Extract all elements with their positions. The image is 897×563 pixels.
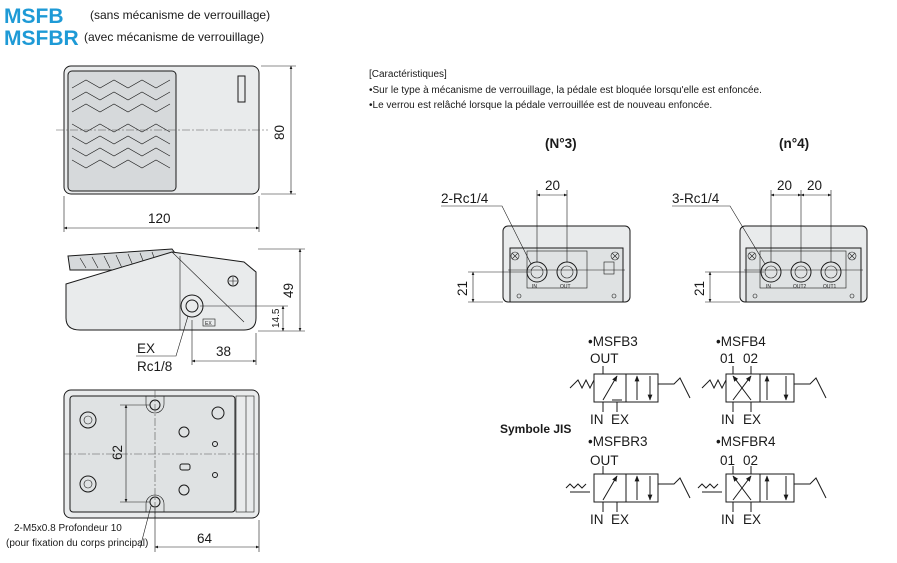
jis-msfbr3: •MSFBR3 OUT IN EX [565, 434, 691, 527]
n4-dim-20b: 20 [807, 178, 822, 193]
msfbr4-01: 01 [720, 453, 735, 468]
n3-dim-21: 21 [455, 281, 470, 296]
dim-14-5: 14.5 [271, 308, 282, 328]
jis-msfb3: •MSFB3 OUT IN EX [569, 334, 691, 427]
top-view-pedal [67, 70, 177, 192]
variant-n3-title: (N°3) [545, 136, 577, 151]
dim-49: 49 [281, 283, 296, 298]
msfbr3-in: IN [590, 512, 604, 527]
msfb3-in: IN [590, 412, 604, 427]
msfbr4-in: IN [721, 512, 735, 527]
variant-n4: (n°4) IN OUT2 OUT1 20 20 3-Rc1/4 [672, 136, 868, 303]
m5-note-2: (pour fixation du corps principal) [6, 538, 148, 549]
msfb4-in: IN [721, 412, 735, 427]
dim-80: 80 [272, 125, 287, 140]
ex-port [185, 299, 199, 313]
n4-dim-21: 21 [692, 281, 707, 296]
dim-64: 64 [197, 531, 213, 546]
bottom-hole-bl [79, 475, 97, 493]
msfb4-02: 02 [743, 351, 758, 366]
header: MSFB (sans mécanisme de verrouillage) MS… [4, 5, 270, 50]
msfbr4-name: •MSFBR4 [716, 434, 776, 449]
msfbr3-name: •MSFBR3 [588, 434, 647, 449]
jis-msfb4: •MSFB4 01 02 IN EX [701, 334, 827, 427]
variant-n3: (N°3) IN OUT 20 2-Rc1/4 21 [441, 136, 631, 303]
top-view: 120 80 [56, 65, 296, 232]
n4-out1-label: OUT1 [823, 284, 837, 290]
variant-n4-title: (n°4) [779, 136, 809, 151]
msfb3-out: OUT [590, 351, 619, 366]
msfbr3-ex: EX [611, 512, 629, 527]
model-msfbr-desc: (avec mécanisme de verrouillage) [84, 30, 264, 44]
bottom-view: 62 64 2-M5x0.8 Profondeur 10 (pour fixat… [6, 389, 260, 552]
n4-dim-20a: 20 [777, 178, 792, 193]
pedal-grip-pattern [71, 79, 171, 169]
bottom-hole-tl [79, 411, 97, 429]
msfb3-ex: EX [611, 412, 629, 427]
msfbr3-out: OUT [590, 453, 619, 468]
m5-note: 2-M5x0.8 Profondeur 10 [14, 523, 122, 534]
msfbr4-ex: EX [743, 512, 761, 527]
msfb4-ex: EX [743, 412, 761, 427]
n3-in-label: IN [532, 284, 537, 290]
jis-label: Symbole JIS [500, 422, 571, 436]
ex-port-tag: EX [205, 321, 212, 327]
n3-out-label: OUT [560, 284, 571, 290]
characteristics: [Caractéristiques] •Sur le type à mécani… [369, 69, 762, 111]
characteristics-line-1: •Sur le type à mécanisme de verrouillage… [369, 85, 762, 96]
side-screw [227, 275, 239, 287]
msfbr3-detent [565, 483, 590, 493]
model-msfb: MSFB [4, 5, 64, 28]
characteristics-line-2: •Le verrou est relâché lorsque la pédale… [369, 100, 712, 111]
n4-out2-label: OUT2 [793, 284, 807, 290]
jis-msfbr4: •MSFBR4 01 02 IN EX [697, 434, 827, 527]
dim-38: 38 [216, 344, 231, 359]
n3-dim-20: 20 [545, 178, 560, 193]
msfb4-name: •MSFB4 [716, 334, 766, 349]
model-msfb-desc: (sans mécanisme de verrouillage) [90, 8, 270, 22]
side-body [65, 251, 257, 331]
ex-label: EX [137, 341, 155, 356]
lock-window [237, 75, 246, 103]
model-msfbr: MSFBR [4, 27, 79, 50]
n4-in-label: IN [766, 284, 771, 290]
ex-thread: Rc1/8 [137, 359, 172, 374]
msfb3-spring [569, 378, 595, 390]
n3-ports-label: 2-Rc1/4 [441, 191, 489, 206]
msfb3-name: •MSFB3 [588, 334, 638, 349]
n4-ports-label: 3-Rc1/4 [672, 191, 720, 206]
msfbr4-02: 02 [743, 453, 758, 468]
dim-120: 120 [148, 211, 171, 226]
dim-62: 62 [110, 445, 125, 460]
msfb4-01: 01 [720, 351, 735, 366]
characteristics-heading: [Caractéristiques] [369, 69, 447, 80]
side-view: EX 49 14.5 38 EX Rc1/8 [65, 248, 305, 374]
